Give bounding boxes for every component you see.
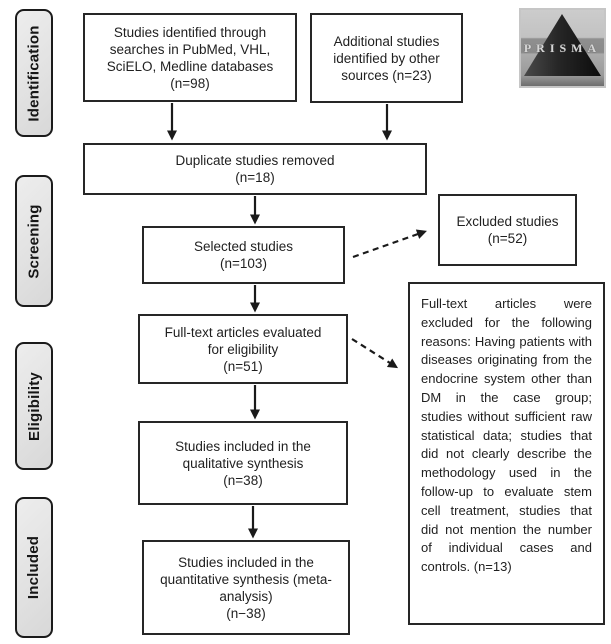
- box-exclusion-reasons: Full-text articles were excluded for the…: [408, 282, 605, 625]
- box-line: SciELO, Medline databases: [106, 58, 274, 74]
- stage-label-identification: Identification: [15, 9, 53, 137]
- box-line: Full-text articles evaluated: [164, 324, 322, 340]
- box-line: (n=38): [223, 472, 263, 488]
- box-excluded-studies: Excluded studies (n=52): [438, 194, 577, 266]
- box-line: Duplicate studies removed: [175, 153, 335, 168]
- stage-label-eligibility: Eligibility: [15, 342, 53, 470]
- box-line: quantitative synthesis (meta-: [160, 571, 332, 587]
- stage-label-text: Identification: [25, 24, 43, 122]
- box-line: Additional studies: [333, 33, 440, 49]
- exclusion-reasons-text: Full-text articles were excluded for the…: [421, 296, 592, 575]
- box-line: (n−38): [226, 605, 266, 621]
- box-qualitative-synthesis: Studies included in the qualitative synt…: [138, 421, 348, 505]
- box-additional-studies: Additional studies identified by other s…: [310, 13, 463, 103]
- stage-label-included: Included: [15, 497, 53, 638]
- stage-label-text: Included: [25, 535, 43, 600]
- box-line: searches in PubMed, VHL,: [109, 41, 271, 57]
- box-studies-identified: Studies identified through searches in P…: [83, 13, 297, 102]
- box-line: (n=52): [487, 231, 528, 246]
- box-selected-studies: Selected studies (n=103): [142, 226, 345, 284]
- prisma-pyramid-icon: [524, 14, 601, 76]
- box-line: identified by other: [333, 50, 440, 66]
- stage-label-screening: Screening: [15, 175, 53, 307]
- stage-label-text: Screening: [25, 203, 43, 279]
- box-line: Selected studies: [193, 239, 294, 254]
- box-duplicates-removed: Duplicate studies removed (n=18): [83, 143, 427, 195]
- box-quantitative-synthesis: Studies included in the quantitative syn…: [142, 540, 350, 635]
- box-line: Studies identified through: [113, 24, 267, 40]
- prisma-logo-text: PRISMA: [523, 41, 602, 55]
- box-line: Studies included in the: [178, 554, 314, 570]
- box-line: (n=98): [170, 75, 210, 91]
- box-line: qualitative synthesis: [182, 455, 304, 471]
- dashed-arrow-fulltext-to-exclusion-reasons: [351, 338, 399, 369]
- box-line: (n=51): [223, 358, 263, 374]
- prisma-logo: PRISMA: [519, 8, 606, 88]
- box-line: for eligibility: [207, 341, 279, 357]
- dashed-arrow-selected-to-excluded: [352, 229, 427, 259]
- box-line: Studies included in the: [175, 438, 311, 454]
- box-line: analysis): [219, 588, 273, 604]
- box-line: Excluded studies: [456, 214, 559, 229]
- stage-label-text: Eligibility: [25, 371, 43, 441]
- box-line: sources (n=23): [341, 67, 432, 83]
- box-fulltext-evaluated: Full-text articles evaluated for eligibi…: [138, 314, 348, 384]
- box-line: (n=18): [235, 170, 275, 185]
- box-line: (n=103): [220, 256, 267, 271]
